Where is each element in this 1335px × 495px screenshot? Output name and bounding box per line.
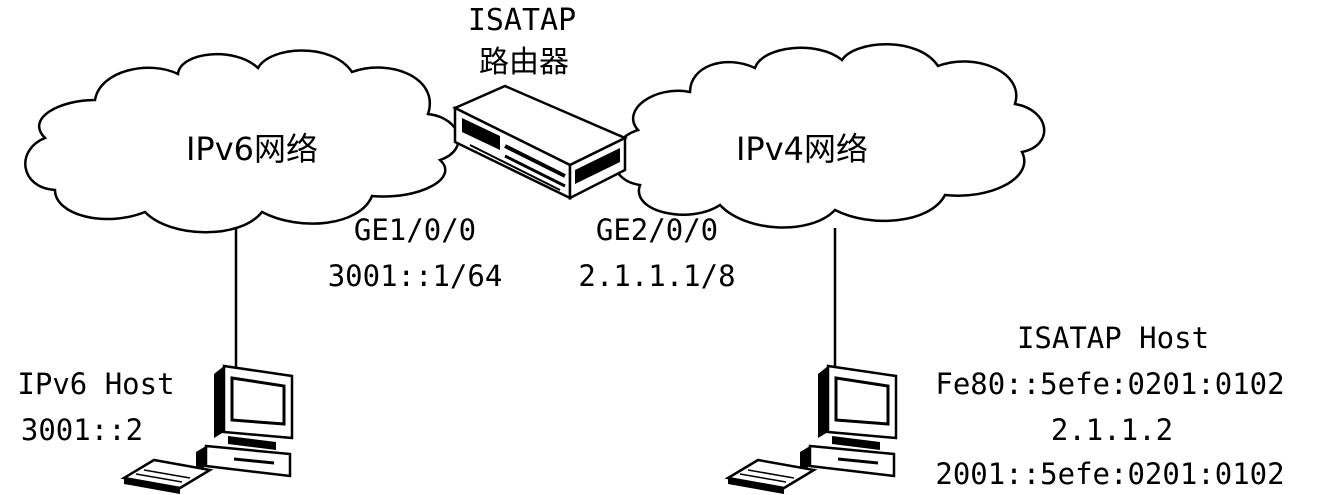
ipv6-host-name: IPv6 Host <box>17 367 174 401</box>
isatap-host-ipv4: 2.1.1.2 <box>1051 413 1173 447</box>
ipv4-cloud <box>612 43 1046 229</box>
router-subtitle: 路由器 <box>479 45 569 80</box>
isatap-host-link-local: Fe80::5efe:0201:0102 <box>935 367 1284 401</box>
router-title: ISATAP <box>468 3 576 38</box>
ipv4-cloud-label: IPv4网络 <box>736 130 868 168</box>
if-right-addr: 2.1.1.1/8 <box>578 259 735 293</box>
ipv6-cloud-label: IPv6网络 <box>186 130 318 168</box>
isatap-host-global: 2001::5efe:0201:0102 <box>935 457 1284 491</box>
isatap-host-computer-icon <box>726 364 898 495</box>
if-left-name: GE1/0/0 <box>354 213 476 247</box>
ipv6-host-addr: 3001::2 <box>21 413 143 447</box>
ipv6-cloud <box>24 49 460 234</box>
isatap-host-name: ISATAP Host <box>1017 321 1209 355</box>
isatap-router-icon <box>452 84 628 201</box>
if-right-name: GE2/0/0 <box>596 213 718 247</box>
if-left-addr: 3001::1/64 <box>328 259 503 293</box>
